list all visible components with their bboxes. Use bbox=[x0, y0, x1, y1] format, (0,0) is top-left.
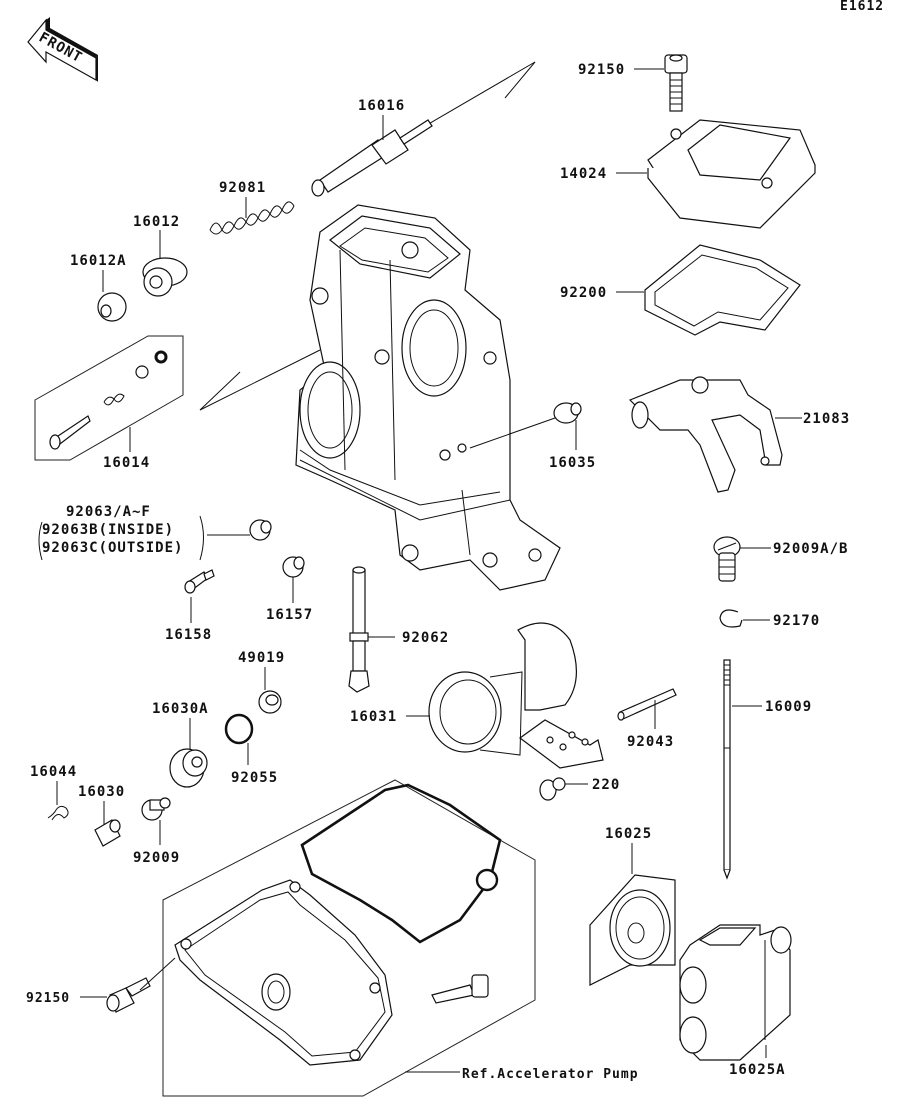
label-92170: 92170 bbox=[773, 613, 820, 629]
label-92009AB: 92009A/B bbox=[773, 541, 848, 557]
part-16030A-float-valve-seat[interactable] bbox=[169, 748, 208, 788]
part-92009AB-screw[interactable] bbox=[713, 536, 741, 582]
label-16016: 16016 bbox=[358, 98, 405, 114]
assembly-direction-line bbox=[199, 349, 321, 411]
part-92043-pin[interactable] bbox=[617, 688, 677, 721]
part-16158-screw[interactable] bbox=[184, 569, 215, 594]
part-92009-screw[interactable] bbox=[141, 797, 171, 821]
part-16009-jet-needle[interactable] bbox=[723, 659, 731, 880]
part-16012-cap[interactable] bbox=[142, 257, 188, 297]
label-92062: 92062 bbox=[402, 630, 449, 646]
part-16157-jet[interactable] bbox=[282, 556, 305, 578]
label-16030: 16030 bbox=[78, 784, 125, 800]
part-16031-throttle-valve[interactable] bbox=[428, 622, 604, 769]
label-92063-af: 92063/A~F bbox=[66, 504, 151, 520]
label-92200: 92200 bbox=[560, 285, 607, 301]
label-92150-bottom: 92150 bbox=[26, 991, 70, 1006]
label-group-92063: 92063/A~F 92063B(INSIDE) 92063C(OUTSIDE) bbox=[38, 504, 204, 561]
label-92009: 92009 bbox=[133, 850, 180, 866]
part-16016-needle[interactable] bbox=[311, 119, 433, 197]
part-92150-bottom-bolt[interactable] bbox=[106, 977, 151, 1013]
label-92150-top: 92150 bbox=[578, 62, 625, 78]
part-92081-spring[interactable] bbox=[209, 201, 295, 235]
part-92062-needle-jet[interactable] bbox=[348, 566, 370, 693]
label-92055: 92055 bbox=[231, 770, 278, 786]
label-220: 220 bbox=[592, 777, 620, 793]
part-220-screw[interactable] bbox=[539, 777, 566, 801]
part-92063-jet[interactable] bbox=[249, 519, 272, 541]
label-92063B-inside: 92063B(INSIDE) bbox=[42, 522, 174, 538]
label-16158: 16158 bbox=[165, 627, 212, 643]
assembly-direction-line bbox=[199, 371, 241, 411]
label-21083: 21083 bbox=[803, 411, 850, 427]
part-14024-top-cover[interactable] bbox=[647, 119, 816, 229]
part-16030-float-valve[interactable] bbox=[94, 819, 121, 847]
label-14024: 14024 bbox=[560, 166, 607, 182]
label-16025A: 16025A bbox=[729, 1062, 786, 1078]
carburetor-body[interactable] bbox=[295, 204, 561, 591]
part-21083-lever[interactable] bbox=[628, 376, 783, 493]
part-92150-top-bolt[interactable] bbox=[664, 54, 688, 112]
assembly-direction-line bbox=[504, 61, 536, 99]
label-49019: 49019 bbox=[238, 650, 285, 666]
label-16025: 16025 bbox=[605, 826, 652, 842]
label-92063C-outside: 92063C(OUTSIDE) bbox=[42, 540, 183, 556]
label-16157: 16157 bbox=[266, 607, 313, 623]
part-16014-starter-plunger-kit[interactable] bbox=[34, 335, 184, 461]
label-16012: 16012 bbox=[133, 214, 180, 230]
part-16025A-pump-cover[interactable] bbox=[679, 924, 792, 1061]
leader-line bbox=[139, 957, 176, 991]
leader-line bbox=[469, 417, 556, 449]
label-16035: 16035 bbox=[549, 455, 596, 471]
label-16009: 16009 bbox=[765, 699, 812, 715]
part-16035-jet[interactable] bbox=[553, 402, 582, 424]
label-16031: 16031 bbox=[350, 709, 397, 725]
part-49019-filter[interactable] bbox=[258, 690, 282, 714]
part-16012A-collar[interactable] bbox=[97, 292, 127, 322]
label-92081: 92081 bbox=[219, 180, 266, 196]
part-float-bowl[interactable] bbox=[174, 879, 393, 1066]
label-ref-accelerator-pump[interactable]: Ref.Accelerator Pump bbox=[462, 1067, 639, 1082]
label-16014: 16014 bbox=[103, 455, 150, 471]
diagram-code: E1612 bbox=[840, 0, 884, 14]
part-92055-o-ring[interactable] bbox=[224, 713, 254, 745]
part-16044-clip[interactable] bbox=[47, 805, 69, 821]
part-92200-gasket[interactable] bbox=[644, 244, 801, 336]
front-arrow-icon: FRONT bbox=[27, 17, 98, 82]
float-bowl-group-outline bbox=[162, 779, 536, 1097]
label-16030A: 16030A bbox=[152, 701, 209, 717]
label-92043: 92043 bbox=[627, 734, 674, 750]
part-92170-e-clip[interactable] bbox=[719, 609, 743, 628]
part-16025-diaphragm[interactable] bbox=[589, 874, 676, 986]
part-drain-screw[interactable] bbox=[431, 974, 489, 1004]
label-16012A: 16012A bbox=[70, 253, 127, 269]
part-float-bowl-gasket[interactable] bbox=[300, 783, 502, 944]
label-16044: 16044 bbox=[30, 764, 77, 780]
